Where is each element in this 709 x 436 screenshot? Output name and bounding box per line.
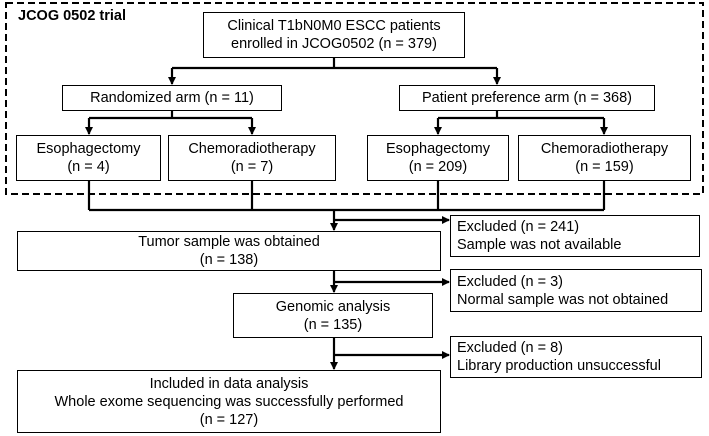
box-excluded-2-line-2: Normal sample was not obtained xyxy=(457,291,669,308)
box-rand-chemoradiotherapy-line-1: Chemoradiotherapy xyxy=(188,141,316,157)
box-pref-chemoradiotherapy-line-2: (n = 159) xyxy=(575,159,634,175)
box-included-line-2: Whole exome sequencing was successfully … xyxy=(54,393,404,410)
box-rand-esophagectomy: Esophagectomy (n = 4) xyxy=(16,135,161,181)
box-rand-esophagectomy-line-2: (n = 4) xyxy=(67,159,110,175)
box-enrolled-line-1: Clinical T1bN0M0 ESCC patients xyxy=(227,18,441,34)
connector-merge xyxy=(87,180,606,212)
connector-preference-split xyxy=(438,110,604,120)
box-genomic-analysis-line-2: (n = 135) xyxy=(303,316,363,333)
box-excluded-3-line-2: Library production unsuccessful xyxy=(457,358,661,374)
box-genomic-analysis-line-1: Genomic analysis xyxy=(275,298,391,315)
box-rand-chemoradiotherapy-line-2: (n = 7) xyxy=(230,159,274,175)
box-pref-esophagectomy: Esophagectomy (n = 209) xyxy=(367,135,509,181)
box-tumor-sample-line-1: Tumor sample was obtained xyxy=(138,234,320,250)
box-excluded-2-line-1: Excluded (n = 3) xyxy=(457,273,563,290)
connector-enrolled-split xyxy=(172,57,497,70)
box-enrolled: Clinical T1bN0M0 ESCC patients enrolled i… xyxy=(203,12,465,58)
box-pref-chemoradiotherapy: Chemoradiotherapy (n = 159) xyxy=(518,135,691,181)
box-rand-esophagectomy-line-1: Esophagectomy xyxy=(36,141,141,157)
box-enrolled-line-2: enrolled in JCOG0502 (n = 379) xyxy=(231,36,437,52)
box-genomic-analysis: Genomic analysis(n = 135) xyxy=(233,293,433,338)
box-excluded-1: Excluded (n = 241) Sample was not availab… xyxy=(450,215,700,257)
box-excluded-3-line-1: Excluded (n = 8) xyxy=(457,340,563,356)
box-pref-esophagectomy-line-2: (n = 209) xyxy=(408,159,468,175)
box-included-line-3: (n = 127) xyxy=(199,411,259,428)
box-excluded-2: Excluded (n = 3)Normal sample was not ob… xyxy=(450,269,702,312)
box-excluded-1-line-2: Sample was not available xyxy=(457,237,622,253)
trial-dashed-border xyxy=(5,2,704,195)
box-excluded-1-line-1: Excluded (n = 241) xyxy=(457,219,580,235)
box-included-line-1: Included in data analysis xyxy=(149,375,309,392)
box-pref-chemoradiotherapy-line-1: Chemoradiotherapy xyxy=(540,141,669,157)
box-preference-arm-line-1: Patient preference arm (n = 368) xyxy=(422,90,632,106)
box-tumor-sample: Tumor sample was obtained (n = 138) xyxy=(17,231,441,271)
box-preference-arm: Patient preference arm (n = 368) xyxy=(399,85,655,111)
box-randomized-arm: Randomized arm (n = 11) xyxy=(62,85,282,111)
trial-label: JCOG 0502 trial xyxy=(18,8,126,24)
box-excluded-3: Excluded (n = 8) Library production unsuc… xyxy=(450,336,702,378)
box-randomized-arm-line-1: Randomized arm (n = 11) xyxy=(90,90,254,106)
box-tumor-sample-line-2: (n = 138) xyxy=(199,252,259,268)
connector-randomized-split xyxy=(89,110,252,120)
box-rand-chemoradiotherapy: Chemoradiotherapy (n = 7) xyxy=(168,135,336,181)
box-pref-esophagectomy-line-1: Esophagectomy xyxy=(386,141,490,157)
